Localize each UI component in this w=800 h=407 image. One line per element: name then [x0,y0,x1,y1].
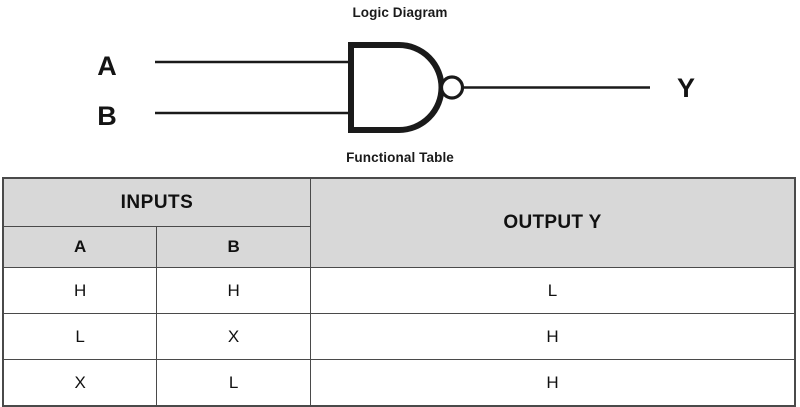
table-row: X L H [2,359,796,407]
header-column-b: B [156,226,311,268]
cell-y: H [309,313,796,360]
inversion-bubble-icon [439,75,465,100]
cell-b: L [156,359,311,407]
cell-y: H [309,359,796,407]
header-inputs-group: INPUTS [2,177,311,227]
table-header-row-1: INPUTS OUTPUT Y [2,177,796,268]
header-column-a: A [2,226,158,268]
cell-b: H [156,267,311,314]
functional-table-container: INPUTS OUTPUT Y A B H H L L X H X L H [2,177,796,407]
input-label-a: A [97,51,117,81]
output-label-y: Y [677,73,695,103]
functional-table-title: Functional Table [346,150,454,165]
cell-b: X [156,313,311,360]
logic-diagram-section: Logic Diagram A B Y [0,0,800,148]
input-label-b: B [97,101,117,131]
cell-a: H [2,267,158,314]
nand-gate-body [348,42,445,133]
table-body: H H L L X H X L H [2,267,796,407]
cell-a: L [2,313,158,360]
table-row: H H L [2,267,796,314]
header-output-y: OUTPUT Y [309,177,796,268]
table-head: INPUTS OUTPUT Y A B [2,177,796,268]
cell-y: L [309,267,796,314]
logic-diagram-title: Logic Diagram [352,5,448,20]
table-row: L X H [2,313,796,360]
functional-table: INPUTS OUTPUT Y A B H H L L X H X L H [2,177,796,407]
nand-gate-figure: A B Y [97,42,695,133]
table-header-row-2: A B [2,226,795,268]
cell-a: X [2,359,158,407]
